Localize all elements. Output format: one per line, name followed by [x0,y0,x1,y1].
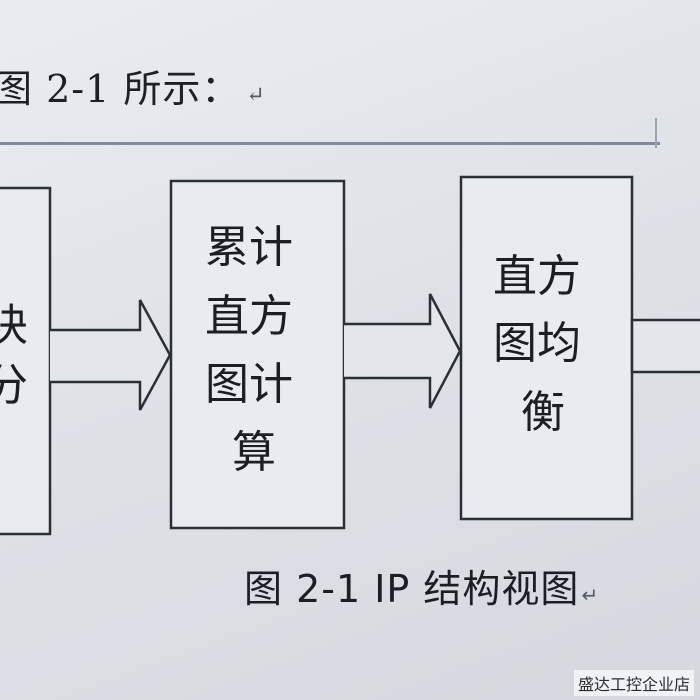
paragraph-return-icon: ↵ [246,83,266,108]
arrow-cumulative-to-equalization [344,293,462,409]
arrow-left-to-cumulative [50,299,172,411]
intro-line: 图 2-1 所示：↵ [0,58,266,113]
cumulative-line-2: 直方 [205,291,293,342]
equalization-line-2: 图均 [493,318,581,369]
figure-caption-text: 图 2-1 IP 结构视图 [244,567,580,611]
watermark: 盛达工控企业店 [573,670,694,696]
figure-caption: 图 2-1 IP 结构视图↵ [244,558,599,613]
cumulative-line-4: 算 [232,427,276,478]
block-left-line-1: 块 [0,300,28,351]
block-left-line-2: 分 [0,360,28,411]
cumulative-line-1: 累计 [205,222,293,273]
block-cumulative-histogram [169,179,346,530]
block-histogram-equalization [459,175,634,521]
cumulative-line-3: 图计 [205,359,293,410]
intro-text: 图 2-1 所示： [0,67,241,111]
caption-return-icon: ↵ [581,583,600,607]
horizontal-rule [0,142,660,145]
equalization-line-3: 衡 [521,387,565,438]
arrow-equalization-to-next [630,318,700,374]
equalization-line-1: 直方 [493,251,581,302]
rule-corner-mark [655,118,657,148]
